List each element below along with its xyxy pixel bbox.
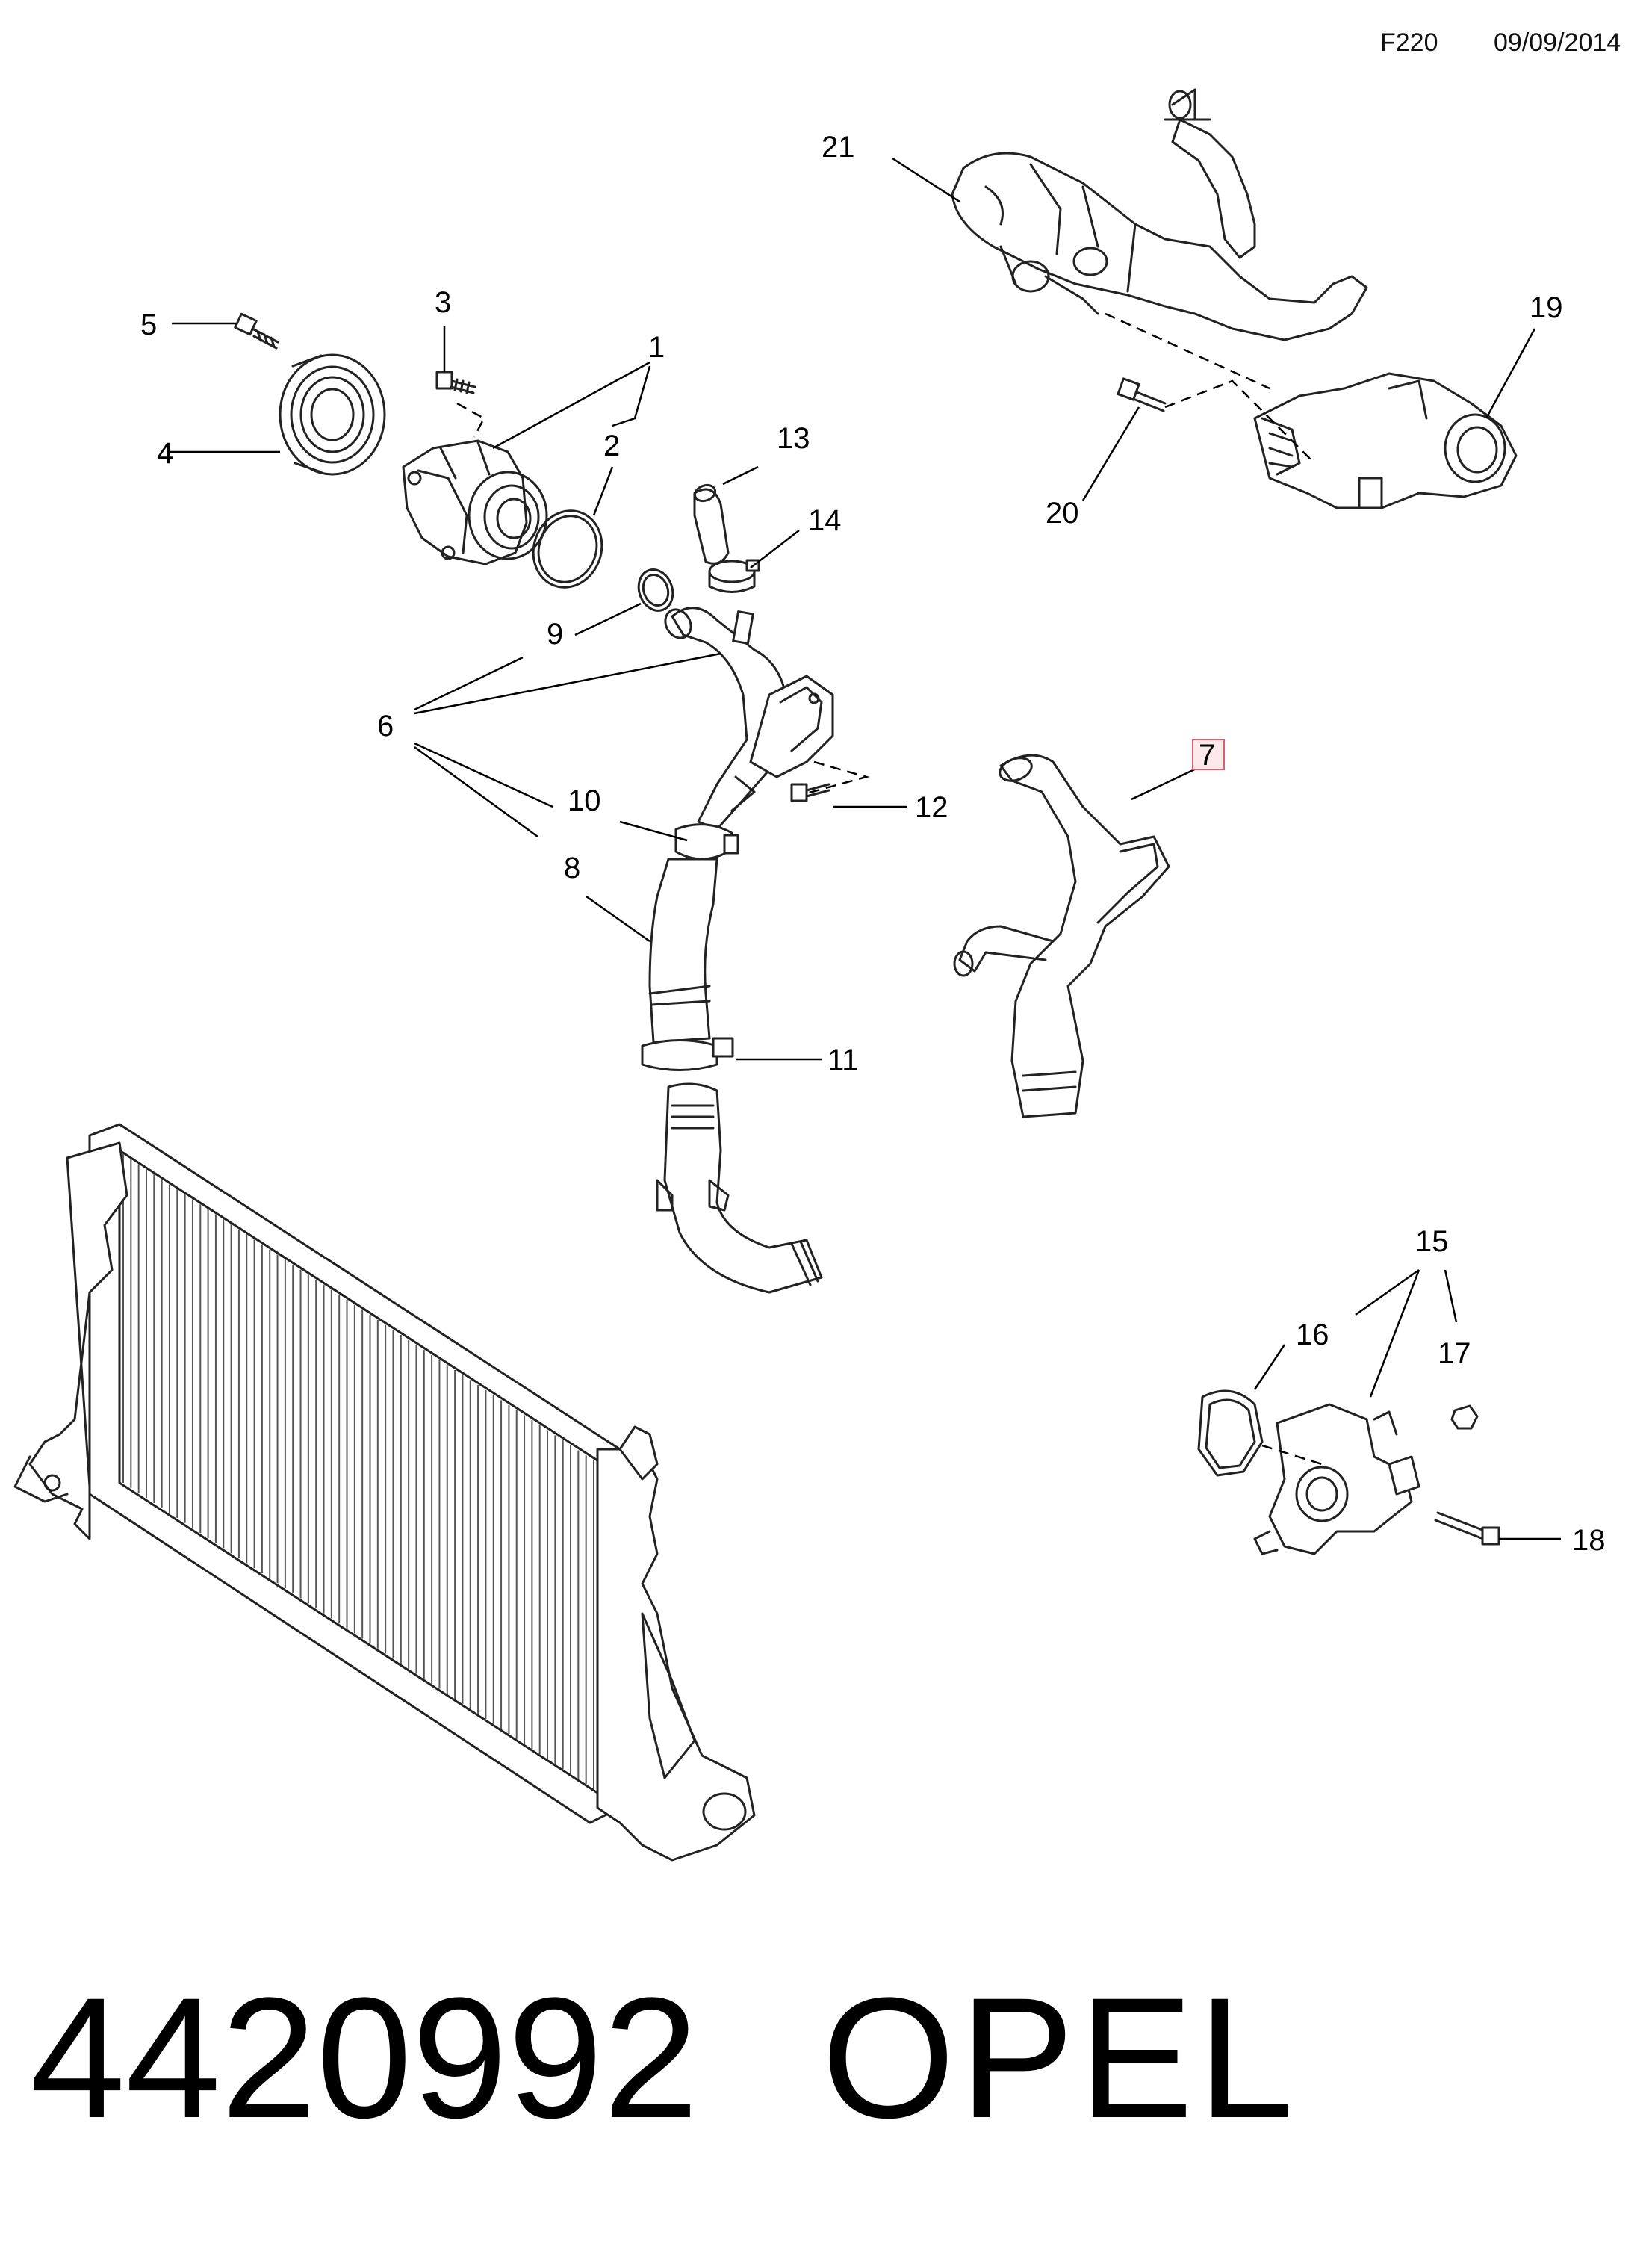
pipe-assembly-part-7[interactable] <box>953 754 1170 1118</box>
callout-10: 10 <box>568 784 601 817</box>
dashed-line-pump-bolt <box>456 402 485 438</box>
diagram-code: F220 <box>1380 28 1438 57</box>
callout-13: 13 <box>777 422 810 455</box>
clamp-part-11[interactable] <box>641 1037 734 1071</box>
pulley-part-4[interactable] <box>279 353 386 476</box>
thermostat-part-15[interactable] <box>1253 1403 1420 1555</box>
thermostat-housing-part-19[interactable] <box>1253 372 1518 509</box>
water-pump-part-1[interactable] <box>402 439 548 566</box>
callout-19: 19 <box>1530 291 1563 324</box>
nut-part-17[interactable] <box>1450 1404 1479 1430</box>
clamp-part-14[interactable] <box>708 559 760 593</box>
gasket-part-16[interactable] <box>1197 1389 1264 1477</box>
callout-17: 17 <box>1438 1337 1471 1370</box>
radiator <box>13 1123 756 1862</box>
bolt-part-18[interactable] <box>1434 1511 1500 1546</box>
leader-lines <box>168 157 1561 1540</box>
clamp-part-10[interactable] <box>674 823 739 861</box>
dashed-line-hose-housing-2 <box>1164 379 1315 464</box>
callout-21: 21 <box>822 131 855 164</box>
callout-2: 2 <box>603 430 620 462</box>
dashed-line-gasket <box>1261 1444 1323 1466</box>
callout-3: 3 <box>435 286 451 319</box>
pipe-part-6[interactable] <box>660 605 834 831</box>
bolt-part-5[interactable] <box>234 312 279 350</box>
callout-4: 4 <box>157 437 173 470</box>
diagram-date: 09/09/2014 <box>1494 28 1621 57</box>
part-number: 4420992 <box>30 1962 699 2154</box>
callout-16: 16 <box>1296 1319 1329 1351</box>
callout-7-highlight <box>1192 739 1225 770</box>
callout-5: 5 <box>140 309 157 341</box>
callout-8: 8 <box>564 852 580 884</box>
bolt-part-20[interactable] <box>1117 377 1167 412</box>
callout-1: 1 <box>648 331 665 364</box>
callout-15: 15 <box>1415 1225 1449 1258</box>
callout-6: 6 <box>377 710 394 743</box>
cap-part-13[interactable] <box>692 483 730 565</box>
o-ring-part-2[interactable] <box>523 501 612 598</box>
callout-20: 20 <box>1046 497 1079 530</box>
callout-14: 14 <box>808 504 842 537</box>
bolt-part-3[interactable] <box>435 371 476 394</box>
brand-name: OPEL <box>822 1962 1298 2154</box>
callout-11: 11 <box>827 1044 859 1076</box>
radiator-fins <box>122 1154 594 1789</box>
bolt-part-12[interactable] <box>790 783 830 802</box>
hose-part-8[interactable] <box>648 858 718 1044</box>
callout-18: 18 <box>1572 1524 1606 1557</box>
radiator-outlet-pipe <box>656 1082 823 1294</box>
callout-12: 12 <box>915 791 948 824</box>
o-ring-part-9[interactable] <box>633 565 678 616</box>
dashed-line-hose-housing-1 <box>1105 312 1270 390</box>
callout-9: 9 <box>547 618 563 651</box>
hose-assembly-part-21[interactable] <box>951 88 1368 341</box>
dashed-line-pipe-bolt <box>806 760 870 795</box>
callout-7: 7 <box>1199 739 1215 772</box>
